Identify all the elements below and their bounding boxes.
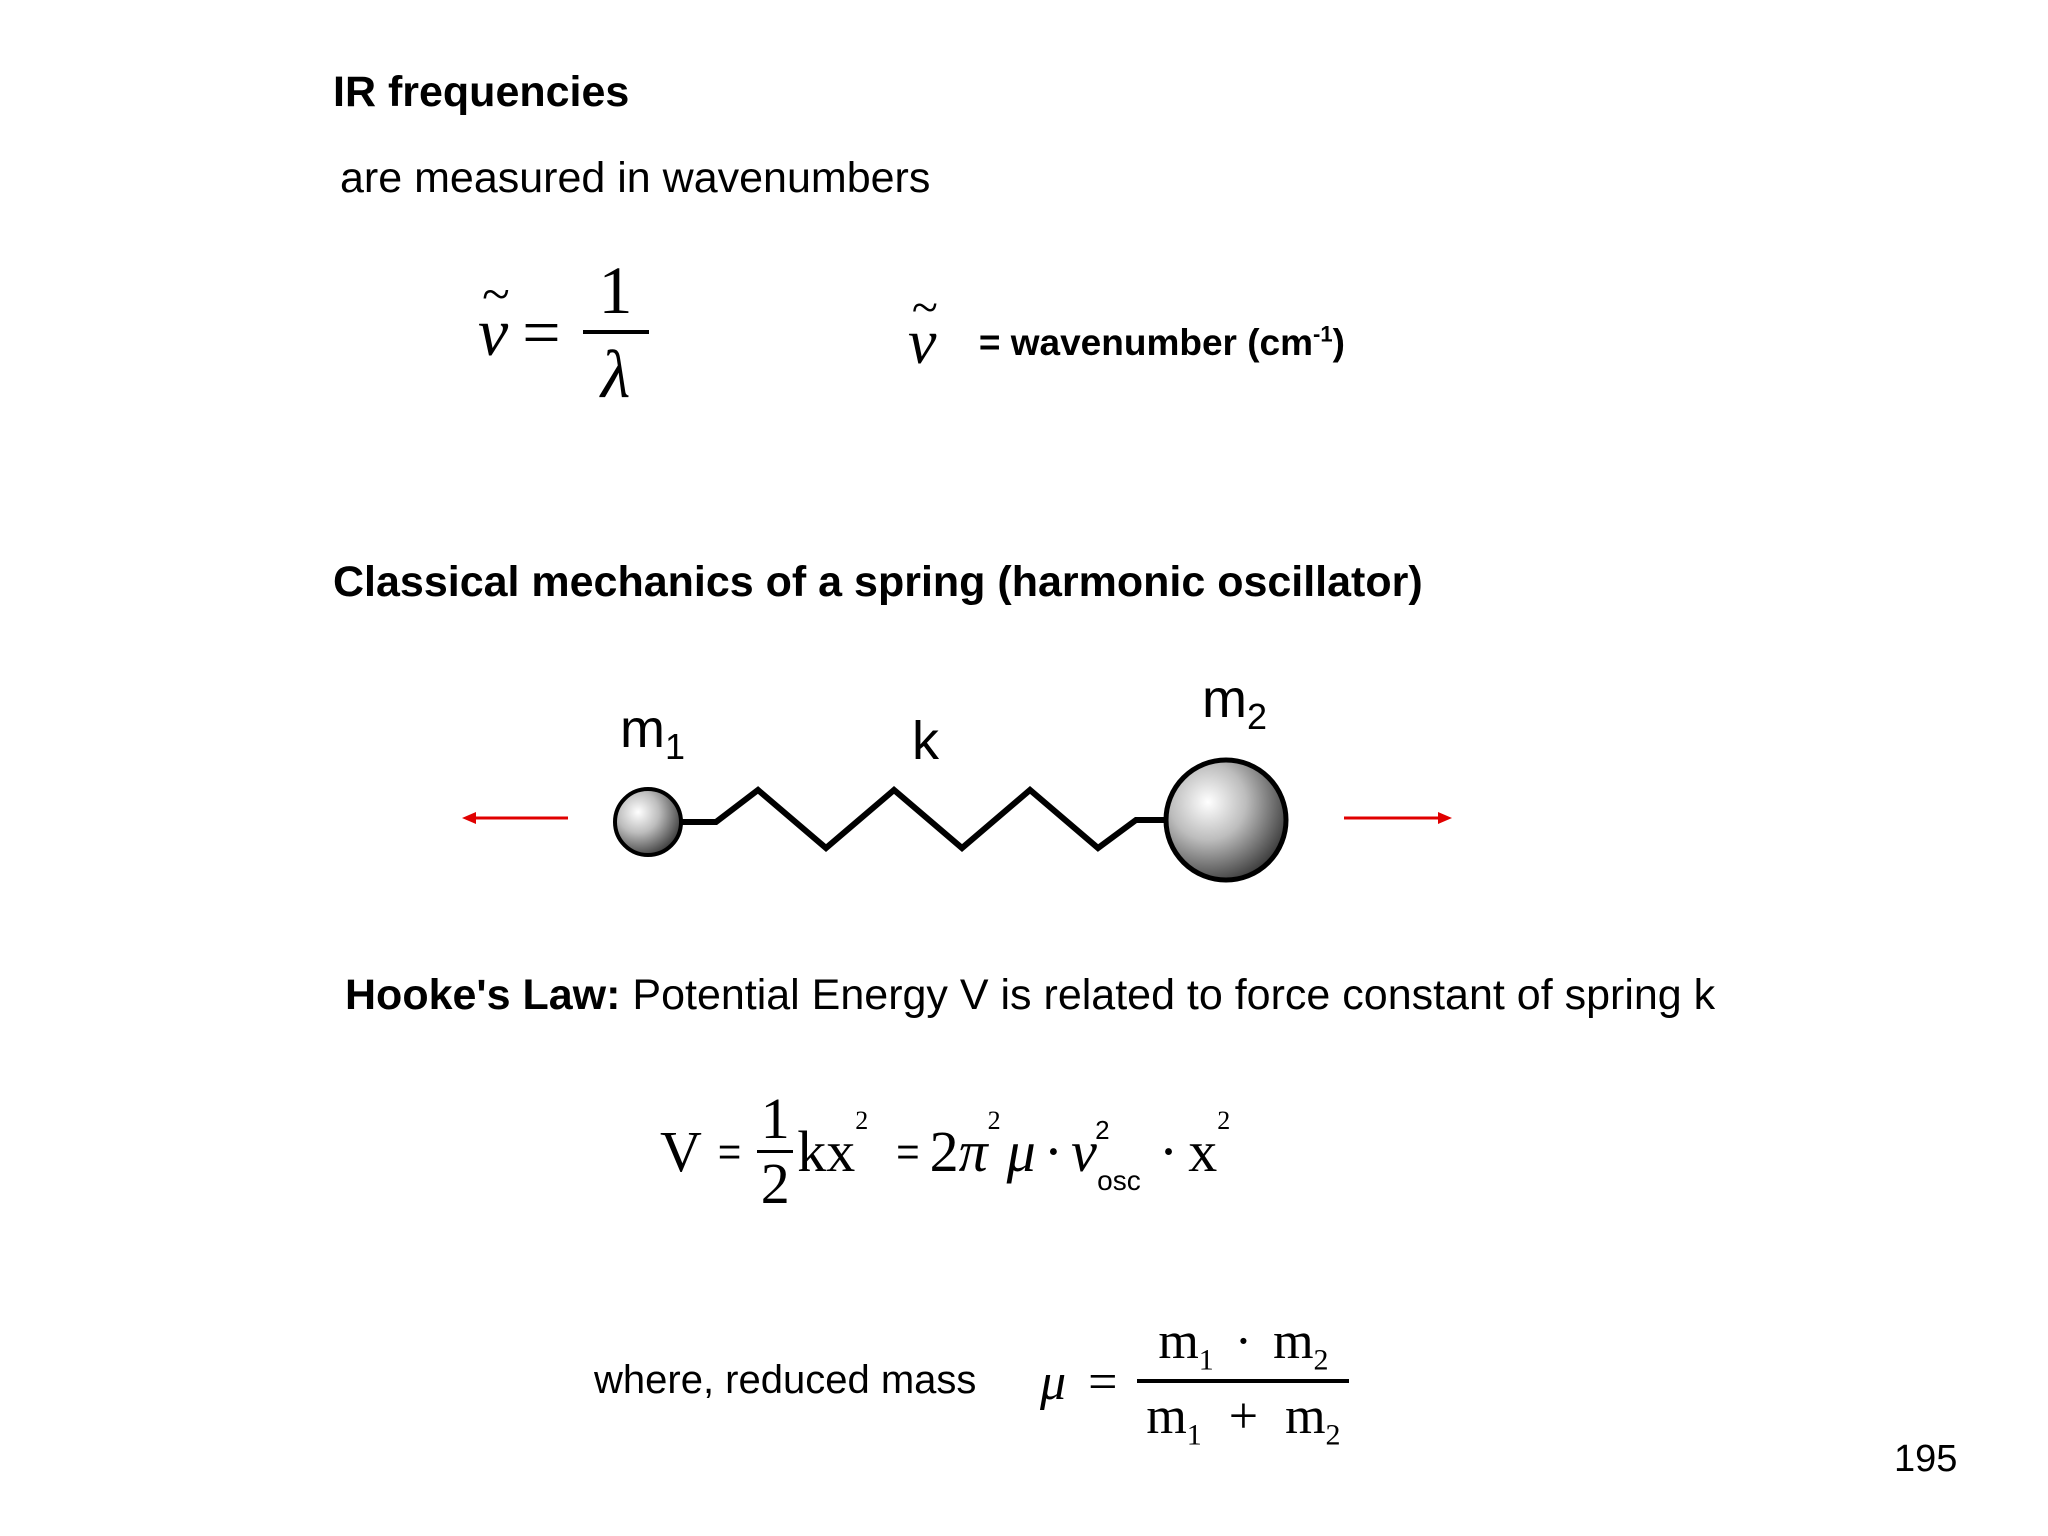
eq-kx: kx <box>797 1118 856 1184</box>
rm-num-sub1: 1 <box>1198 1343 1214 1377</box>
nu-symbol: ν <box>478 294 509 370</box>
hooke-law-paragraph: Hooke's Law: Potential Energy V is relat… <box>345 970 1765 1020</box>
label-m1-sub: 1 <box>664 725 686 767</box>
equation-reduced-mass: μ = m1 · m2 m1 + m2 <box>1040 1316 1350 1451</box>
rm-num-sub2: 2 <box>1313 1343 1329 1377</box>
rm-mu: μ <box>1040 1354 1067 1412</box>
nu-def-symbol: ν <box>908 306 937 377</box>
label-k: k <box>912 711 939 771</box>
heading-classical-mechanics: Classical mechanics of a spring (harmoni… <box>333 558 1423 606</box>
lambda-symbol: λ <box>600 336 631 412</box>
equation-wavenumber-row: ~ ν = 1 λ <box>478 256 649 408</box>
nu-tilde-def-symbol: ~ ν <box>908 283 938 374</box>
equation-wavenumber: ~ ν = 1 λ <box>478 256 649 408</box>
wavenumber-def-text: = wavenumber (cm-1) <box>979 322 1345 363</box>
numerator-one: 1 <box>598 252 633 328</box>
eq-nu: ν 2 osc <box>1071 1117 1141 1195</box>
rm-num-m2: m <box>1273 1313 1314 1370</box>
rm-den-m1: m <box>1146 1388 1187 1446</box>
fraction-one-half: 1 2 <box>757 1086 794 1216</box>
eq-mu: μ <box>1006 1118 1036 1184</box>
label-m2: m2 <box>1202 672 1267 735</box>
spring-coil <box>678 786 1170 852</box>
rm-equals: = <box>1088 1354 1118 1412</box>
tilde-mark: ~ <box>482 266 510 323</box>
wavenumber-definition: ~ ν = wavenumber (cm-1) <box>908 283 1345 374</box>
eq-nu-square: 2 <box>1095 1114 1110 1145</box>
eq-dot-1: · <box>1043 1118 1064 1184</box>
rm-num-m1: m <box>1158 1313 1199 1370</box>
equals-sign: = <box>522 294 561 370</box>
rm-den-sub1: 1 <box>1186 1418 1202 1452</box>
eq-equals-1: = <box>717 1129 742 1174</box>
reduced-mass-label: where, reduced mass <box>594 1358 977 1402</box>
cm-exponent: -1 <box>1313 321 1333 347</box>
eq-equals-2: = <box>896 1129 920 1174</box>
eq-x: x <box>1188 1118 1218 1184</box>
half-denominator: 2 <box>760 1151 790 1216</box>
label-m1: m1 <box>620 702 685 765</box>
half-numerator: 1 <box>760 1086 790 1151</box>
left-arrow <box>462 812 568 824</box>
rm-fraction: m1 · m2 m1 + m2 <box>1137 1316 1350 1451</box>
rm-den-m2: m <box>1285 1388 1326 1446</box>
eq-kx-square: 2 <box>855 1106 869 1135</box>
heading-ir-frequencies: IR frequencies <box>333 68 630 116</box>
eq-pi: π <box>958 1118 988 1184</box>
hooke-law-label: Hooke's Law: <box>345 971 621 1019</box>
right-arrow <box>1344 812 1452 824</box>
wavenumber-def-label: = wavenumber (cm <box>978 321 1314 363</box>
label-m2-base: m <box>1202 669 1247 729</box>
rm-numerator: m1 · m2 <box>1158 1316 1328 1375</box>
tilde-mark-def: ~ <box>911 280 938 334</box>
rm-num-dot: · <box>1234 1313 1253 1370</box>
rm-den-plus: + <box>1228 1388 1259 1446</box>
fraction-bar <box>582 330 649 334</box>
mass-1-ball <box>613 787 683 857</box>
eq-nu-symbol: ν <box>1071 1118 1097 1184</box>
hooke-law-text: Potential Energy V is related to force c… <box>620 971 1716 1019</box>
rm-fraction-bar <box>1137 1379 1350 1384</box>
subheading-wavenumbers: are measured in wavenumbers <box>340 154 931 202</box>
wavenumber-def-close: ) <box>1332 321 1345 363</box>
mass-2-ball <box>1163 757 1289 883</box>
equation-reduced-mass-row: μ = m1 · m2 m1 + m2 <box>1040 1316 1350 1451</box>
eq-dot-2: · <box>1158 1118 1179 1184</box>
eq-nu-subscript-osc: osc <box>1097 1164 1141 1196</box>
eq-x-square: 2 <box>1217 1106 1231 1135</box>
eq-pi-square: 2 <box>987 1106 1001 1135</box>
label-m1-base: m <box>620 699 665 759</box>
eq-V: V <box>660 1118 702 1184</box>
rm-denominator: m1 + m2 <box>1146 1391 1340 1450</box>
label-m2-sub: 2 <box>1246 695 1268 737</box>
fraction-one-over-lambda: 1 λ <box>582 252 649 412</box>
rm-den-sub2: 2 <box>1325 1418 1341 1452</box>
half-bar <box>757 1150 794 1153</box>
page-number: 195 <box>1894 1438 1958 1480</box>
eq-two: 2 <box>929 1118 959 1184</box>
nu-tilde-symbol: ~ ν <box>478 269 510 366</box>
